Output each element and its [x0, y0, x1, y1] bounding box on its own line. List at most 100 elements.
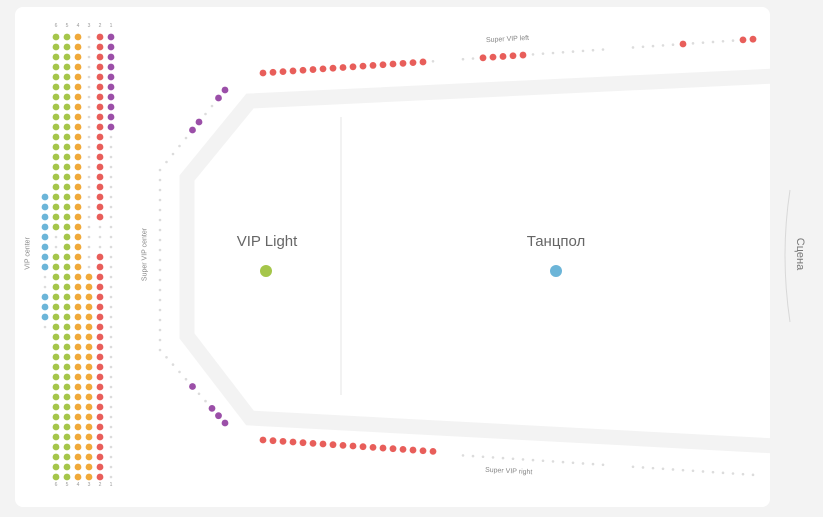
vip-center-seat[interactable]	[74, 383, 82, 391]
vip-center-seat[interactable]	[96, 33, 104, 41]
vip-center-seat[interactable]	[85, 463, 93, 471]
vip-center-seat[interactable]	[63, 453, 71, 461]
vip-center-seat[interactable]	[107, 63, 115, 71]
vip-center-seat[interactable]	[85, 403, 93, 411]
super-vip-center-seat[interactable]	[189, 126, 196, 134]
vip-center-seat[interactable]	[96, 303, 104, 311]
vip-light-zone-button[interactable]	[260, 265, 272, 277]
vip-center-seat[interactable]	[74, 353, 82, 361]
vip-center-seat[interactable]	[85, 343, 93, 351]
vip-center-seat[interactable]	[74, 33, 82, 41]
vip-center-seat[interactable]	[74, 433, 82, 441]
vip-center-seat[interactable]	[63, 243, 71, 251]
vip-center-seat[interactable]	[63, 403, 71, 411]
vip-center-seat[interactable]	[63, 413, 71, 421]
super-vip-left-seat[interactable]	[389, 60, 397, 68]
super-vip-left-seat[interactable]	[309, 66, 317, 73]
vip-center-seat[interactable]	[74, 133, 82, 141]
vip-center-seat[interactable]	[63, 443, 71, 451]
vip-center-seat[interactable]	[74, 423, 82, 431]
super-vip-right-seat[interactable]	[389, 445, 397, 453]
vip-center-seat[interactable]	[96, 263, 104, 271]
vip-center-seat[interactable]	[85, 303, 93, 311]
vip-center-seat[interactable]	[74, 263, 82, 271]
vip-center-seat[interactable]	[85, 283, 93, 291]
vip-center-seat[interactable]	[85, 313, 93, 321]
vip-center-seat[interactable]	[74, 373, 82, 381]
vip-center-seat[interactable]	[63, 363, 71, 371]
super-vip-center-seat[interactable]	[215, 412, 222, 420]
vip-center-seat[interactable]	[52, 203, 60, 211]
vip-center-seat[interactable]	[63, 323, 71, 331]
vip-center-seat[interactable]	[52, 123, 60, 131]
vip-center-seat[interactable]	[74, 413, 82, 421]
vip-center-seat[interactable]	[74, 103, 82, 111]
vip-center-seat[interactable]	[96, 213, 104, 221]
super-vip-right-seat[interactable]	[279, 437, 287, 445]
vip-center-seat[interactable]	[63, 73, 71, 81]
vip-center-seat[interactable]	[52, 383, 60, 391]
vip-center-seat[interactable]	[74, 73, 82, 81]
vip-center-seat[interactable]	[96, 393, 104, 401]
super-vip-right-seat[interactable]	[419, 447, 427, 455]
vip-center-seat[interactable]	[85, 453, 93, 461]
vip-center-seat[interactable]	[74, 403, 82, 411]
vip-center-seat[interactable]	[52, 63, 60, 71]
vip-center-seat[interactable]	[52, 343, 60, 351]
vip-center-seat[interactable]	[85, 353, 93, 361]
vip-center-seat[interactable]	[41, 193, 49, 201]
super-vip-right-seat[interactable]	[339, 441, 347, 449]
vip-center-seat[interactable]	[63, 33, 71, 41]
vip-center-seat[interactable]	[107, 43, 115, 51]
vip-center-seat[interactable]	[52, 393, 60, 401]
vip-center-seat[interactable]	[85, 373, 93, 381]
vip-center-seat[interactable]	[52, 373, 60, 381]
vip-center-seat[interactable]	[74, 53, 82, 61]
super-vip-right-seat[interactable]	[319, 440, 327, 448]
vip-center-seat[interactable]	[85, 423, 93, 431]
vip-center-seat[interactable]	[52, 213, 60, 221]
vip-center-seat[interactable]	[85, 383, 93, 391]
vip-center-seat[interactable]	[52, 163, 60, 171]
vip-center-seat[interactable]	[63, 63, 71, 71]
vip-center-seat[interactable]	[63, 183, 71, 191]
vip-center-seat[interactable]	[107, 53, 115, 61]
super-vip-left-seat[interactable]	[279, 68, 287, 76]
vip-center-seat[interactable]	[74, 443, 82, 451]
vip-center-seat[interactable]	[52, 413, 60, 421]
vip-center-seat[interactable]	[74, 463, 82, 471]
vip-center-seat[interactable]	[74, 343, 82, 351]
vip-center-seat[interactable]	[107, 123, 115, 131]
super-vip-left-seat[interactable]	[509, 52, 517, 60]
super-vip-right-seat[interactable]	[329, 441, 337, 449]
vip-center-seat[interactable]	[96, 193, 104, 201]
vip-center-seat[interactable]	[52, 133, 60, 141]
vip-center-seat[interactable]	[96, 203, 104, 211]
vip-center-seat[interactable]	[52, 143, 60, 151]
vip-center-seat[interactable]	[52, 453, 60, 461]
vip-center-seat[interactable]	[52, 153, 60, 161]
super-vip-right-seat[interactable]	[359, 443, 367, 451]
vip-center-seat[interactable]	[74, 243, 82, 251]
vip-center-seat[interactable]	[107, 33, 115, 41]
vip-center-seat[interactable]	[52, 53, 60, 61]
vip-center-seat[interactable]	[52, 333, 60, 341]
vip-center-seat[interactable]	[52, 193, 60, 201]
super-vip-right-seat[interactable]	[409, 446, 417, 454]
vip-center-seat[interactable]	[63, 433, 71, 441]
super-vip-center-seat[interactable]	[221, 86, 229, 94]
vip-center-seat[interactable]	[74, 303, 82, 311]
super-vip-center-seat[interactable]	[195, 118, 203, 126]
vip-center-seat[interactable]	[63, 133, 71, 141]
vip-center-seat[interactable]	[96, 93, 104, 101]
vip-center-seat[interactable]	[96, 363, 104, 371]
vip-center-seat[interactable]	[74, 63, 82, 71]
vip-center-seat[interactable]	[52, 253, 60, 261]
vip-center-seat[interactable]	[63, 463, 71, 471]
vip-center-seat[interactable]	[52, 463, 60, 471]
vip-center-seat[interactable]	[74, 283, 82, 291]
super-vip-left-seat[interactable]	[379, 61, 387, 69]
vip-center-seat[interactable]	[96, 153, 104, 161]
vip-center-seat[interactable]	[52, 93, 60, 101]
vip-center-seat[interactable]	[85, 363, 93, 371]
